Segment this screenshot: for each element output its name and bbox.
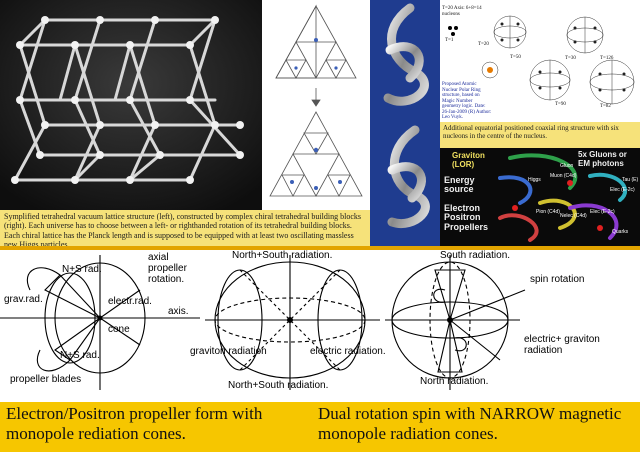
lattice-photo-panel xyxy=(0,0,262,210)
left-diagram-label-5: axis. xyxy=(168,306,189,317)
mid-diagram-label-3: electric radiation. xyxy=(310,346,386,357)
ring-structure-image xyxy=(383,3,430,228)
particle-small-label-2: Higgs xyxy=(528,177,541,183)
particle-small-label-8: Nelec (C4d) xyxy=(560,213,587,219)
left-diagram-label-1: N+S rad. xyxy=(62,264,102,275)
right-diagram-label-3: electric+ graviton radiation xyxy=(524,334,600,356)
nucleus-label-t20: T=20 xyxy=(478,42,489,47)
section-divider xyxy=(0,246,640,250)
particle-small-label-5: Tau (E) xyxy=(622,177,639,183)
particle-small-label-4: Elec (E-2c) xyxy=(610,187,635,193)
bottom-caption-right: Dual rotation spin with NARROW magnetic … xyxy=(312,402,640,452)
nucleus-label-t90: T=90 xyxy=(555,102,566,107)
tetrahedron-panel xyxy=(262,0,370,210)
right-diagram-label-2: spin rotation xyxy=(530,274,585,285)
particle-small-label-9: Quarks xyxy=(612,229,629,235)
diagrams-panel: N+S rad. axial propeller rotation. grav.… xyxy=(0,250,640,402)
tetrahedron-drawing xyxy=(269,4,363,197)
nucleus-label-t82: T=82 xyxy=(600,104,611,109)
right-diagram-label-4: North radiation. xyxy=(420,376,489,387)
particle-small-label-6: Elec (E-2c) xyxy=(590,209,615,215)
electron-label: Electron Positron Propellers xyxy=(444,203,489,232)
nucleus-label-t1: T=1 xyxy=(445,38,454,43)
right-diagram-label-1: South radiation. xyxy=(440,250,511,261)
mid-diagram-label-4: North+South radiation. xyxy=(228,380,329,391)
graviton-label: Graviton (LOR) xyxy=(452,151,485,169)
nucleus-panel: T=20 T=50 T=30 T=90 T=126 T=82 T=1 T=20 … xyxy=(440,0,640,148)
nucleus-note-top: T=20 Axis: 6+8=14 nucleons xyxy=(442,6,482,17)
lattice-image xyxy=(0,0,262,210)
particle-small-label-3: Muon (C4d) xyxy=(550,173,577,179)
mid-diagram-label-2: graviton radiation xyxy=(190,346,267,357)
nucleus-drawing xyxy=(448,15,635,105)
particles-panel: Graviton (LOR) 5x Gluons or EM photons E… xyxy=(440,148,640,246)
left-diagram-label-4: electr.rad. xyxy=(108,296,152,307)
energy-label: Energy source xyxy=(444,175,475,195)
mid-diagram-label-1: North+South radiation. xyxy=(232,250,333,261)
nucleus-label-t126: T=126 xyxy=(600,56,614,61)
radiation-diagrams xyxy=(0,255,526,390)
gluons-label: 5x Gluons or EM photons xyxy=(578,150,627,168)
left-diagram-label-7: N+S rad. xyxy=(60,350,100,361)
left-diagram-label-3: grav.rad. xyxy=(4,294,43,305)
left-diagram-label-8: propeller blades xyxy=(10,374,82,385)
bottom-caption-left: Electron/Positron propeller form with mo… xyxy=(0,402,312,452)
nucleus-caption: Additional equatorial positioned coaxial… xyxy=(440,122,640,148)
nucleus-label-t50: T=50 xyxy=(510,55,521,60)
lattice-caption: Symplified tetrahedral vacuum lattice st… xyxy=(0,210,370,249)
particles-drawing xyxy=(498,153,628,242)
particle-small-label-7: Pion (C4d) xyxy=(536,209,560,215)
ring-panel xyxy=(370,0,440,246)
nucleus-note-author: Proposed Atomic Nuclear Polar Ring struc… xyxy=(442,82,492,120)
left-diagram-label-6: cone xyxy=(108,324,130,335)
nucleus-label-t30: T=30 xyxy=(565,56,576,61)
left-diagram-label-2: axial propeller rotation. xyxy=(148,252,187,285)
particle-small-label-1: Gluon xyxy=(560,163,574,169)
